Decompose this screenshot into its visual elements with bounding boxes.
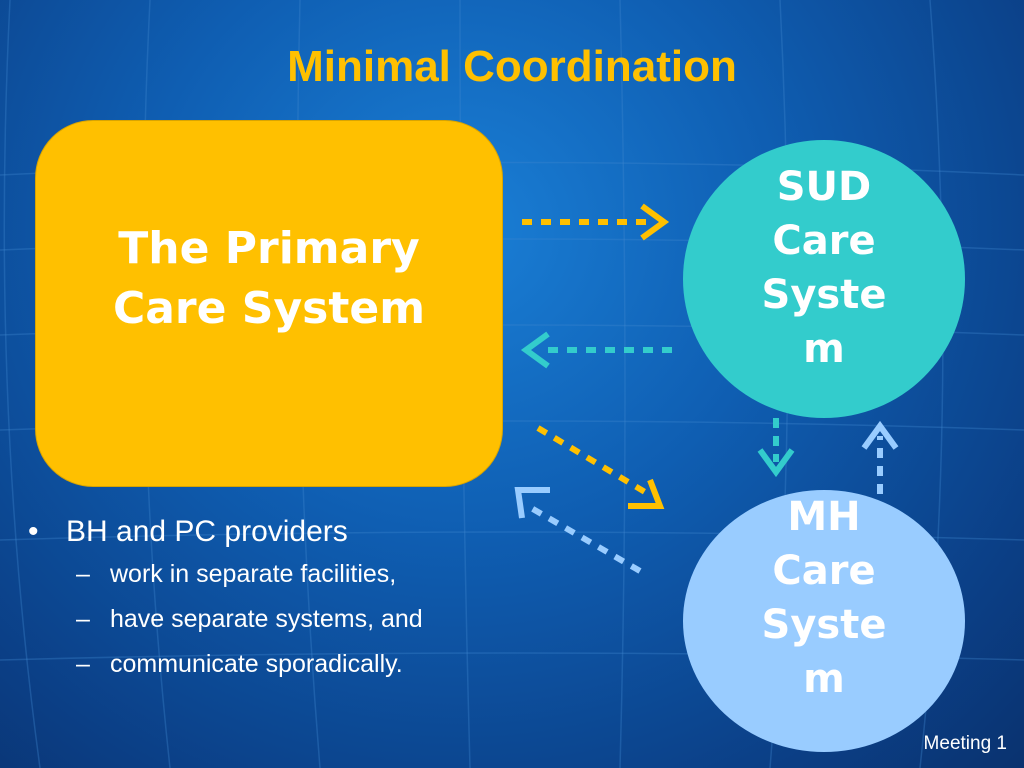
footer-label: Meeting 1 (923, 733, 1007, 754)
primary-care-label-line1: The Primary (118, 223, 420, 274)
slide-title: Minimal Coordination (287, 42, 737, 91)
primary-care-label-line2: Care System (112, 283, 426, 334)
arrow-mh-to-primary (514, 487, 642, 574)
dash-marker: – (76, 650, 90, 678)
mh-label-line: m (803, 656, 845, 702)
sud-label-line: Care (772, 218, 876, 264)
sud-label-line: m (803, 326, 845, 372)
sub-bullet-text: communicate sporadically. (110, 650, 403, 678)
arrow-mh-to-sud (861, 420, 899, 494)
mh-care-system-circle: MH Care Syste m (683, 490, 965, 752)
bullet-item: • BH and PC providers (28, 512, 423, 552)
arrow-primary-to-sud (522, 203, 670, 241)
sud-care-system-circle: SUD Care Syste m (683, 140, 965, 418)
dash-marker: – (76, 560, 90, 588)
sud-label-line: SUD (776, 164, 872, 210)
bullet-dot: • (28, 515, 39, 548)
arrow-primary-to-mh (536, 425, 665, 509)
sub-bullet-text: have separate systems, and (110, 605, 423, 633)
primary-care-box: The Primary Care System (35, 120, 503, 487)
primary-care-label: The Primary Care System (36, 219, 502, 339)
sub-bullet-text: work in separate facilities, (110, 560, 397, 588)
sud-label-line: Syste (761, 272, 887, 318)
sub-bullet-item: – have separate systems, and (28, 597, 423, 642)
bullet-text-main: BH and PC providers (66, 515, 348, 548)
sub-bullet-item: – work in separate facilities, (28, 552, 423, 597)
arrow-sud-to-primary (520, 331, 672, 369)
bullet-list: • BH and PC providers – work in separate… (28, 512, 423, 687)
mh-label-line: Care (772, 548, 876, 594)
mh-label-line: Syste (761, 602, 887, 648)
mh-label-line: MH (787, 494, 861, 540)
arrow-sud-to-mh (757, 418, 795, 478)
dash-marker: – (76, 605, 90, 633)
sub-bullet-item: – communicate sporadically. (28, 642, 423, 687)
